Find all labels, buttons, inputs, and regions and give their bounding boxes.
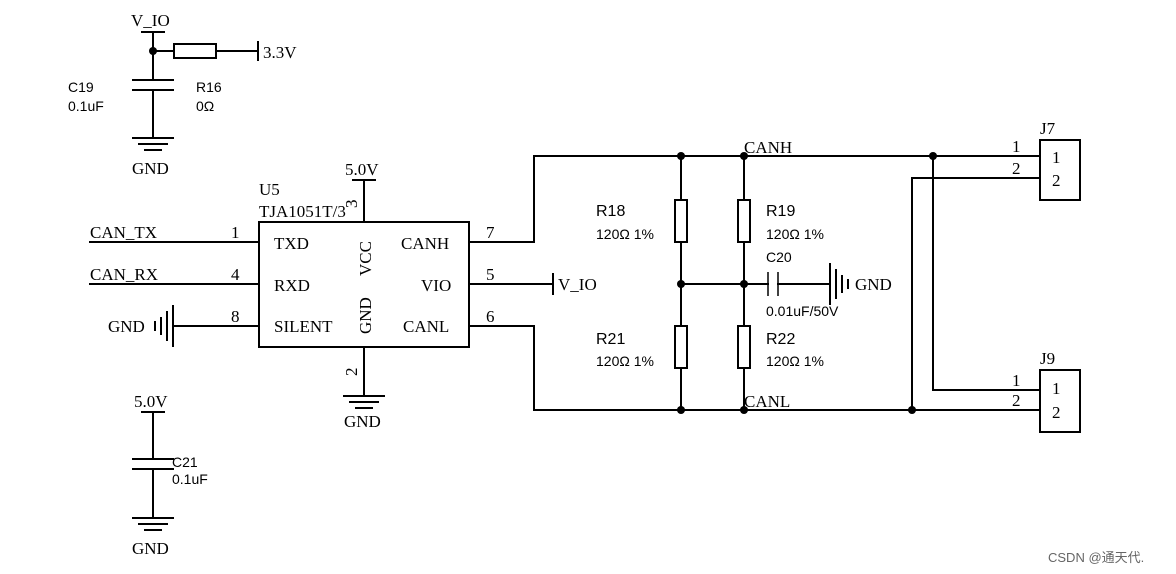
u5-ref: U5 — [259, 180, 280, 199]
j7-ref: J7 — [1040, 119, 1056, 138]
j9-pin1-wire — [932, 155, 1041, 391]
u5-pin3-number: 3 — [342, 200, 361, 209]
u5-vcc-supply: 5.0V — [345, 160, 379, 179]
r21-ref: R21 — [596, 331, 625, 348]
u5-silent-pin-name: SILENT — [274, 317, 333, 336]
watermark: CSDN @通天代. — [1048, 550, 1144, 565]
canh-wire — [468, 155, 1035, 243]
c21-ref: C21 — [172, 454, 198, 470]
r19-resistor — [737, 199, 751, 243]
j9-pin1-label: 1 — [1052, 379, 1061, 398]
u5-vio-pin-name: VIO — [421, 276, 451, 295]
u5-part-number: TJA1051T/3 — [259, 202, 346, 221]
j7-pin2-number: 2 — [1012, 159, 1021, 178]
j9-pin2-number: 2 — [1012, 391, 1021, 410]
j7-pin1-number: 1 — [1012, 137, 1021, 156]
c20-ref: C20 — [766, 249, 792, 265]
r22-ref: R22 — [766, 331, 795, 348]
j7-pin2-wire — [911, 177, 1041, 411]
u5-transceiver: U5 TJA1051T/3 5.0V 3 VCC GND 2 GND CAN_T… — [89, 155, 1035, 431]
vio-out-net: V_IO — [558, 275, 597, 294]
r16-value: 0Ω — [196, 98, 214, 114]
u5-gnd-net: GND — [344, 412, 381, 431]
c19-value: 0.1uF — [68, 98, 104, 114]
u5-canh-pin-name: CANH — [401, 234, 449, 253]
vio-net-label: V_IO — [131, 11, 170, 30]
r18-resistor — [674, 199, 688, 243]
termination-network: CANH CANL R18 120Ω 1% R19 120Ω 1% R21 12… — [596, 138, 937, 414]
j9-pin2-label: 2 — [1052, 403, 1061, 422]
r19-ref: R19 — [766, 203, 795, 220]
u5-pin5-number: 5 — [486, 265, 495, 284]
can-rx-net: CAN_RX — [90, 265, 158, 284]
c21-supply-label: 5.0V — [134, 392, 168, 411]
c20-value: 0.01uF/50V — [766, 303, 839, 319]
canl-net-label: CANL — [744, 392, 790, 411]
r16-ref: R16 — [196, 79, 222, 95]
u5-gnd-pin-name: GND — [356, 297, 375, 334]
can-tx-net: CAN_TX — [90, 223, 157, 242]
r21-resistor — [674, 325, 688, 369]
c20-gnd-net: GND — [855, 275, 892, 294]
c21-value: 0.1uF — [172, 471, 208, 487]
u5-rxd-pin-name: RXD — [274, 276, 310, 295]
r19-value: 120Ω 1% — [766, 226, 824, 242]
c19-ref: C19 — [68, 79, 94, 95]
u5-pin8-number: 8 — [231, 307, 240, 326]
r18-value: 120Ω 1% — [596, 226, 654, 242]
v33-net-label: 3.3V — [263, 43, 297, 62]
u5-body — [258, 221, 470, 348]
u5-pin1-number: 1 — [231, 223, 240, 242]
connector-j9: J9 1 2 1 2 — [932, 155, 1081, 433]
j9-ref: J9 — [1040, 349, 1055, 368]
j7-pin2-label: 2 — [1052, 171, 1061, 190]
canh-net-label: CANH — [744, 138, 792, 157]
j7-body — [1039, 139, 1081, 201]
r21-value: 120Ω 1% — [596, 353, 654, 369]
j9-pin1-number: 1 — [1012, 371, 1021, 390]
r22-value: 120Ω 1% — [766, 353, 824, 369]
gnd-label: GND — [132, 159, 169, 178]
connector-j7: J7 1 2 1 2 — [911, 119, 1081, 411]
u5-canl-pin-name: CANL — [403, 317, 449, 336]
r22-resistor — [737, 325, 751, 369]
canl-wire — [468, 325, 1035, 411]
c21-decoupling-block: 5.0V GND C21 0.1uF — [132, 392, 208, 558]
j9-body — [1039, 369, 1081, 433]
u5-txd-pin-name: TXD — [274, 234, 309, 253]
u5-pin7-number: 7 — [486, 223, 495, 242]
silent-gnd-net: GND — [108, 317, 145, 336]
u5-vcc-pin-name: VCC — [356, 241, 375, 276]
u5-pin4-number: 4 — [231, 265, 240, 284]
j7-pin1-label: 1 — [1052, 148, 1061, 167]
c21-gnd-label: GND — [132, 539, 169, 558]
r18-ref: R18 — [596, 203, 625, 220]
u5-pin2-number: 2 — [342, 368, 361, 377]
u5-pin6-number: 6 — [486, 307, 495, 326]
vio-supply-block: V_IO 3.3V GND C19 0.1uF R16 0Ω — [68, 11, 297, 178]
r16-resistor — [173, 43, 217, 59]
